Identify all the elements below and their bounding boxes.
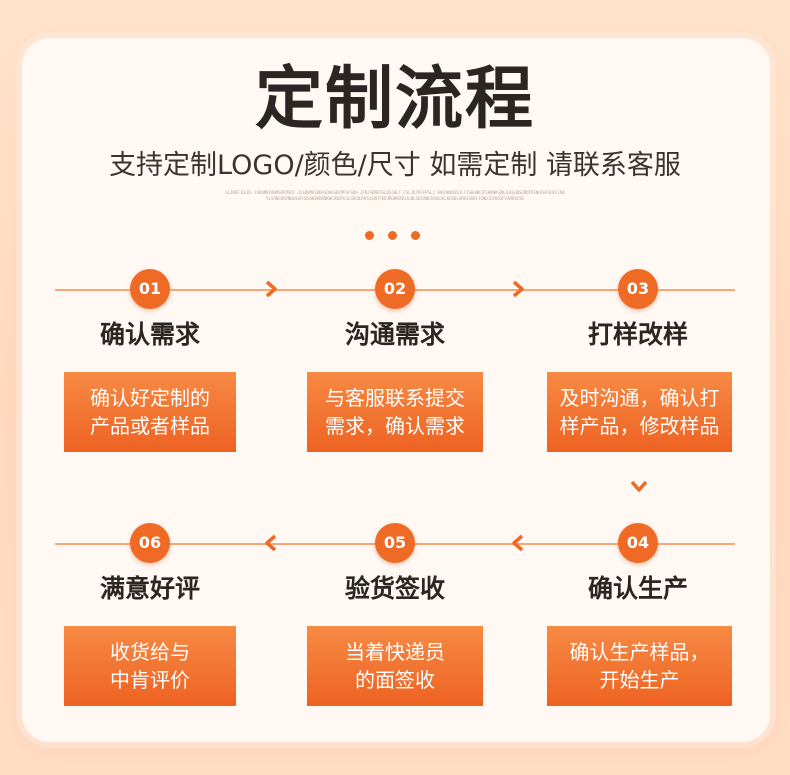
chevron-left-icon [508, 533, 528, 553]
step-desc-line: 及时沟通，确认打 [559, 386, 720, 410]
decorative-letters: GLJKDFJGLDS JSKOMDFOHMSDFMSDF JLSDVMASDD… [225, 190, 565, 201]
step-title: 验货签收 [344, 574, 445, 603]
step-description: 确认生产样品， 开始生产 [547, 626, 732, 706]
step-description: 收货给与中肯评价 [64, 626, 236, 706]
step-desc-line: 确认好定制的 [90, 386, 210, 410]
step-title: 确认需求 [99, 320, 200, 349]
chevron-right-icon [261, 279, 281, 299]
step-desc-line: 与客服联系提交 [325, 386, 465, 410]
step-description: 与客服联系提交需求，确认需求 [307, 372, 483, 452]
step-desc-line: 开始生产 [599, 668, 680, 692]
chevron-left-icon [261, 533, 281, 553]
step-number-badge: 02 [375, 269, 415, 309]
step-number-badge: 05 [375, 523, 415, 563]
step-desc-line: 收货给与 [110, 640, 190, 664]
page-subtitle: 支持定制LOGO/颜色/尺寸 如需定制 请联系客服 [109, 150, 681, 181]
step-desc-line: 的面签收 [355, 668, 435, 692]
step-desc-line: 样产品，修改样品 [559, 414, 720, 438]
chevron-right-icon [508, 279, 528, 299]
step-number-badge: 06 [130, 523, 170, 563]
step-title: 打样改样 [587, 320, 688, 349]
step-description: 确认好定制的产品或者样品 [64, 372, 236, 452]
chevron-down-icon [629, 476, 649, 496]
step-number-badge: 03 [618, 269, 658, 309]
step-title: 沟通需求 [344, 320, 445, 349]
step-desc-line: 产品或者样品 [90, 414, 210, 438]
dot [388, 231, 397, 240]
step-desc-line: 中肯评价 [110, 668, 190, 692]
dot [365, 231, 374, 240]
step-number-badge: 01 [130, 269, 170, 309]
dot [411, 231, 420, 240]
step-title: 满意好评 [99, 574, 200, 603]
step-desc-line: 当着快递员 [345, 640, 445, 664]
step-desc-line: 需求，确认需求 [325, 414, 465, 438]
step-description: 及时沟通，确认打样产品，修改样品 [547, 372, 732, 452]
decorative-dots [365, 231, 425, 243]
step-description: 当着快递员的面签收 [307, 626, 483, 706]
page-title: 定制流程 [254, 60, 535, 139]
step-title: 确认生产 [587, 574, 688, 603]
step-number-badge: 04 [618, 523, 658, 563]
step-desc-line: 确认生产样品， [569, 640, 710, 664]
